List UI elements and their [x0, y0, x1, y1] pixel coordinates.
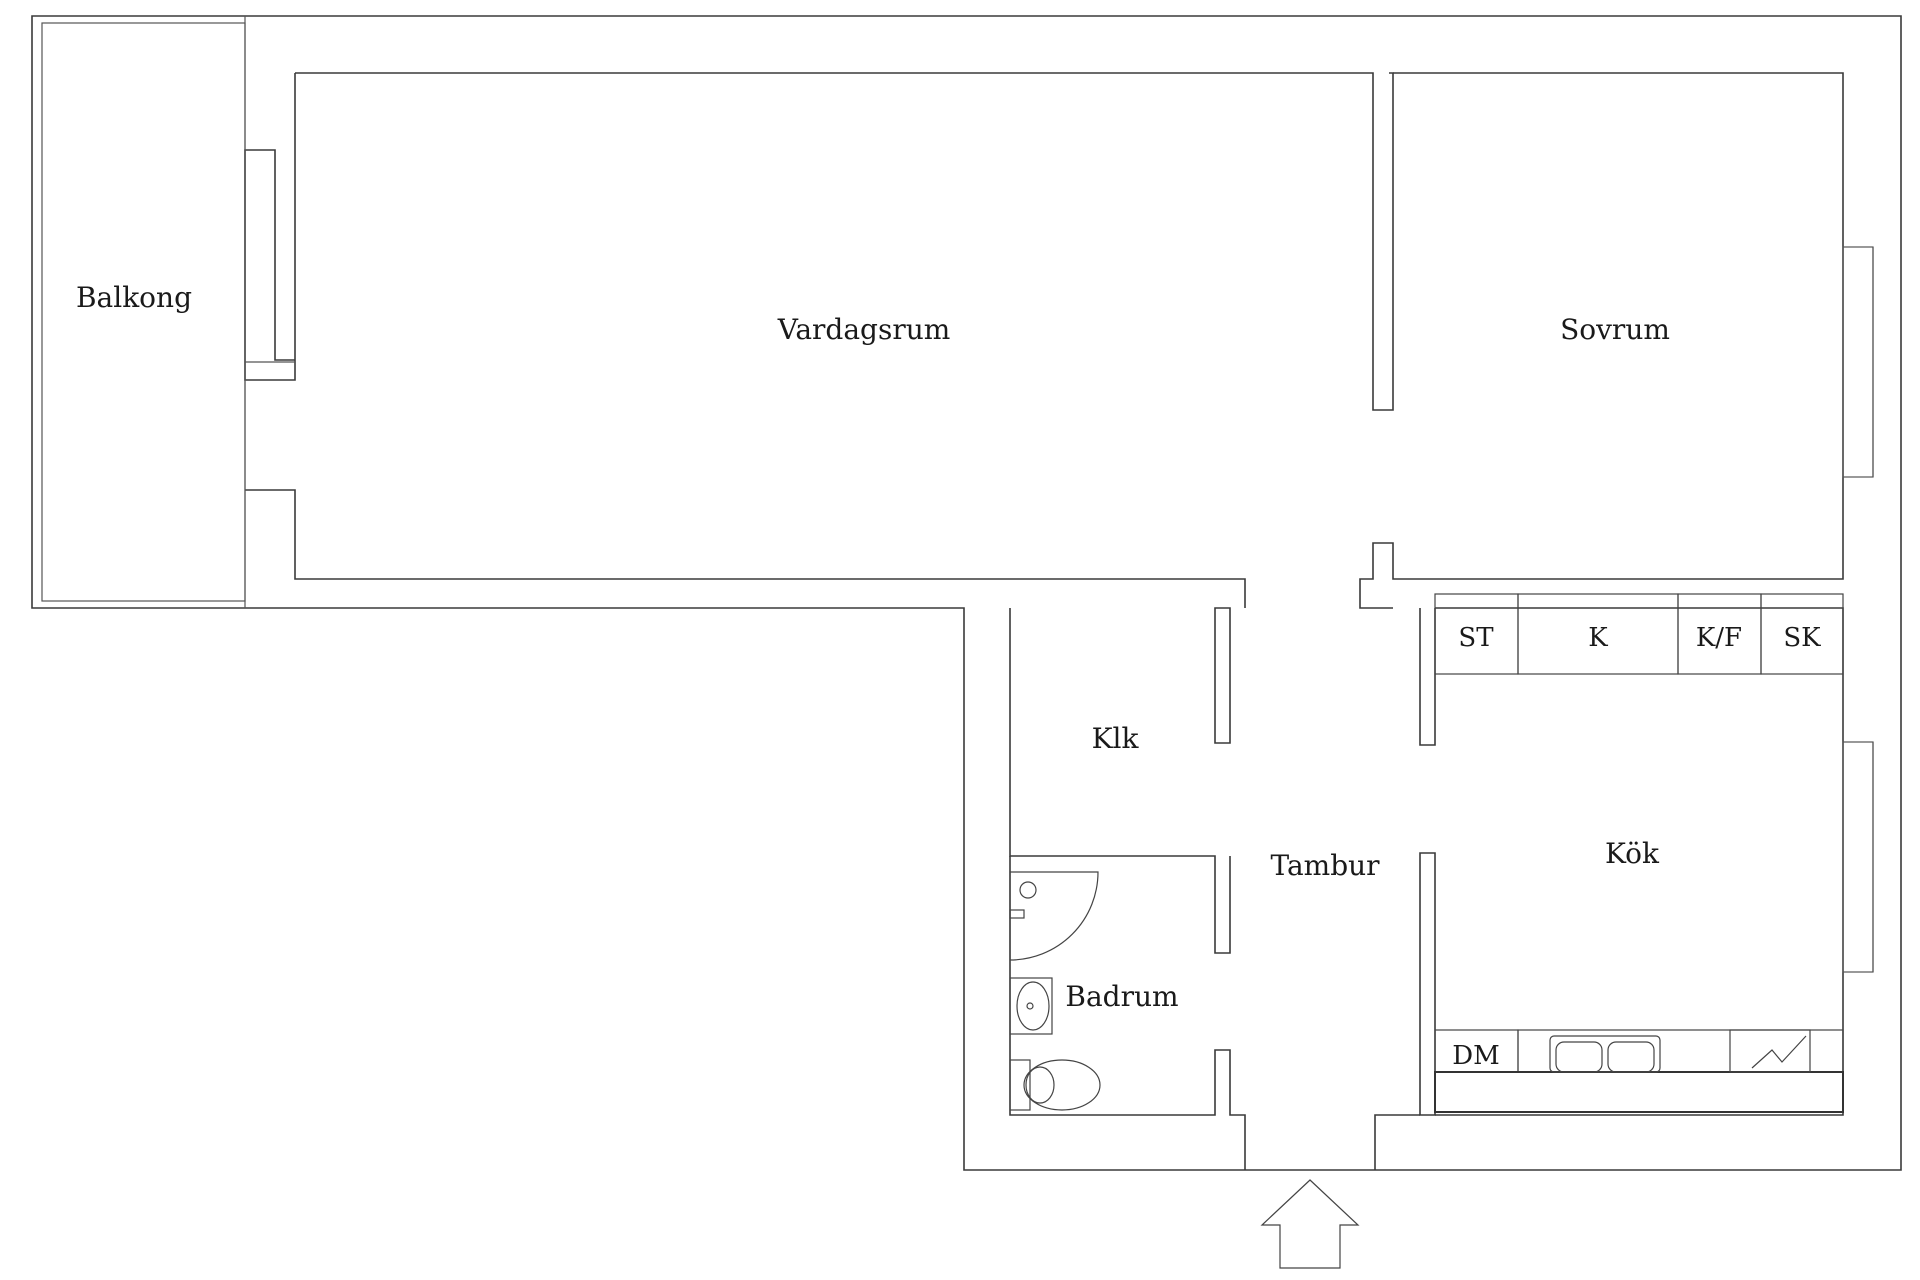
bathroom-walls: [1009, 856, 1246, 1170]
kitchen-window: [1842, 741, 1874, 973]
cabinet-label: K: [1588, 623, 1608, 653]
living-inner-wall: [295, 72, 1394, 411]
sink-icon: [1009, 977, 1053, 1035]
living-room-label: Vardagsrum: [777, 313, 951, 346]
shower-icon: [1009, 871, 1099, 961]
outer-walls: [31, 15, 1902, 1171]
hallway-label: Tambur: [1270, 849, 1380, 882]
living-left-lower-wall: [245, 489, 1246, 608]
balcony-label: Balkong: [76, 281, 192, 314]
toilet-icon: [1009, 1059, 1101, 1111]
closet-right-wall: [1214, 607, 1231, 744]
stove-label: ST: [1458, 623, 1494, 653]
bedroom-window: [1842, 246, 1874, 478]
closet-label: Klk: [1092, 722, 1140, 755]
bathroom-fixtures: [1009, 871, 1101, 1111]
kitchen-bottom-counter: DM: [1434, 1029, 1844, 1113]
bathroom-label: Badrum: [1065, 980, 1178, 1013]
wardrobe-cabinet: [1760, 593, 1844, 675]
fridge-freezer-label: K/F: [1696, 623, 1742, 653]
hallway-right-wall: [1374, 1114, 1420, 1170]
dishwasher-label: DM: [1452, 1041, 1499, 1071]
wardrobe-label: SK: [1783, 623, 1821, 653]
kitchen-top-cabinets: ST K K/F SK: [1434, 593, 1844, 675]
kitchen-label: Kök: [1605, 837, 1660, 870]
kitchen-left-lower-wall: [1419, 852, 1436, 1116]
kitchen-sink-icon: [1549, 1035, 1661, 1073]
kitchen-left-wall: [1419, 608, 1436, 746]
closet-walls: [1009, 608, 1231, 954]
entrance-arrow-icon: [1260, 1179, 1360, 1269]
living-left-wall: [244, 73, 296, 381]
counter-base: [1434, 1071, 1844, 1113]
bedroom-label: Sovrum: [1560, 313, 1670, 346]
room-labels: Balkong Vardagsrum Sovrum Klk Tambur Kök…: [76, 281, 1670, 1013]
stove-icon: [1729, 1029, 1811, 1073]
outer-wall-outline: [31, 15, 1902, 1171]
